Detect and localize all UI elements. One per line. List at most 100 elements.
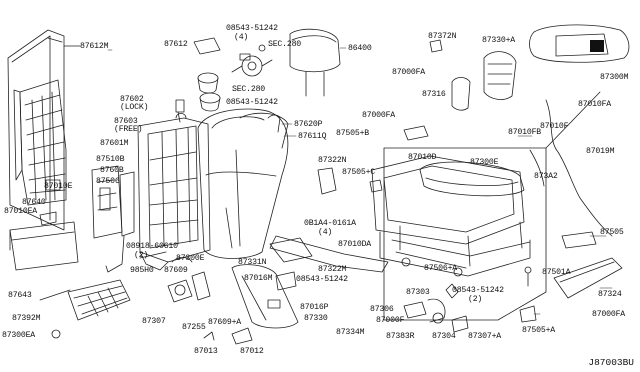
label-87316: 87316 xyxy=(422,90,446,99)
label-87322M: 87322M xyxy=(318,265,347,274)
label-87303: 87303 xyxy=(406,288,430,297)
clip-87505B xyxy=(403,125,429,141)
bolt-08543d xyxy=(445,283,459,299)
label-87013: 87013 xyxy=(194,347,218,356)
pin-87603 xyxy=(177,111,181,123)
label-87510B: 87510B xyxy=(96,155,125,164)
seat-side-cover-87330 xyxy=(231,264,299,329)
headrest-86400 xyxy=(289,28,341,97)
seatback-spring-mesh xyxy=(13,79,67,206)
label-87300E: 87300E xyxy=(176,254,205,263)
label-87307A: 87307+A xyxy=(468,332,501,341)
label-87307: 87307 xyxy=(142,317,166,326)
label-87603: 87603 xyxy=(114,117,138,126)
label-87505C: 87505+C xyxy=(342,168,375,177)
leader-87300E xyxy=(139,251,167,259)
label-08918-qty: (2) xyxy=(134,251,149,260)
diagram-code: J87003BU xyxy=(588,357,634,368)
label-87506: 87506 xyxy=(96,177,120,186)
label-87620P: 87620P xyxy=(294,120,323,129)
label-87012: 87012 xyxy=(240,347,264,356)
label-87611Q: 87611Q xyxy=(298,132,327,141)
power-seat-switch xyxy=(403,298,469,333)
connector-87010EA xyxy=(39,211,57,226)
label-87331N: 87331N xyxy=(238,258,267,267)
bracket-87322N xyxy=(317,167,337,195)
motor-sec280 xyxy=(231,53,273,77)
label-87010FB: 87010FB xyxy=(508,128,541,137)
label-87010EA: 87010EA xyxy=(4,207,37,216)
seat-cushion-873A2 xyxy=(419,161,525,197)
side-cover-8760B xyxy=(119,171,135,237)
label-87010E: 87010E xyxy=(44,182,73,191)
label-87010FA: 87010FA xyxy=(578,100,611,109)
label-87601M: 87601M xyxy=(100,139,129,148)
label-873A2: 873A2 xyxy=(534,172,558,181)
seat-frame-87010D xyxy=(371,155,531,277)
label-08918-60610: 08918-60610 xyxy=(126,242,178,251)
label-87392M: 87392M xyxy=(12,314,41,323)
label-87609: 87609 xyxy=(164,266,188,275)
label-87010DA: 87010DA xyxy=(338,240,371,249)
label-87506A: 87506+A xyxy=(424,264,457,273)
label-87000F: 87000F xyxy=(376,316,405,325)
seatback-pad-87611Q xyxy=(197,108,289,259)
harness-87010F xyxy=(529,149,545,187)
label-87300E-right: 87300E xyxy=(470,158,499,167)
label-sec280-b: SEC.280 xyxy=(232,85,265,94)
part-87505 xyxy=(561,231,597,249)
label-08543-qty-d: (2) xyxy=(468,295,483,304)
headrest-guide xyxy=(197,72,219,94)
label-87505A: 87505+A xyxy=(522,326,555,335)
label-08543-51242-b: 08543-51242 xyxy=(226,98,278,107)
label-87643: 87643 xyxy=(8,291,32,300)
leader-87300M xyxy=(545,91,601,149)
bolt-08543 xyxy=(258,44,266,52)
label-87300EA: 87300EA xyxy=(2,331,35,340)
label-87330A: 87330+A xyxy=(482,36,515,45)
rail-cover-87322M xyxy=(269,235,389,273)
label-86400: 86400 xyxy=(348,44,372,53)
label-87612M: 87612M xyxy=(80,42,109,51)
seatback-frame-87601M xyxy=(137,113,211,271)
trim-cover-87620P xyxy=(239,112,289,149)
label-87372N: 87372N xyxy=(428,32,457,41)
wire-985H0 xyxy=(105,235,125,273)
leader-lines xyxy=(107,47,613,315)
label-87306: 87306 xyxy=(370,305,394,314)
label-87383R: 87383R xyxy=(386,332,415,341)
label-87505B: 87505+B xyxy=(336,129,369,138)
label-87505: 87505 xyxy=(600,228,624,237)
label-985H0: 985H0 xyxy=(130,266,154,275)
switch-87016M xyxy=(275,271,297,291)
label-87010F: 87010F xyxy=(540,122,569,131)
panel-87330A xyxy=(483,51,517,100)
label-87609A: 87609+A xyxy=(208,318,241,327)
label-87330: 87330 xyxy=(304,314,328,323)
label-87010D: 87010D xyxy=(408,153,437,162)
clip-87505A xyxy=(519,305,537,323)
label-87612: 87612 xyxy=(164,40,188,49)
label-87324: 87324 xyxy=(598,290,622,299)
label-0B1A4-qty: (4) xyxy=(318,228,333,237)
knob-87012 xyxy=(231,327,253,345)
label-87000FA-bottom-right: 87000FA xyxy=(592,310,625,319)
bezel-87612 xyxy=(193,37,221,55)
label-87602: 87602 xyxy=(120,95,144,104)
connector-87010E xyxy=(45,179,61,191)
label-8760B: 8760B xyxy=(100,166,124,175)
label-87300M: 87300M xyxy=(600,73,629,82)
label-87000FA-mid: 87000FA xyxy=(362,111,395,120)
label-87501A: 87501A xyxy=(542,268,571,277)
label-08543-qty-a: (4) xyxy=(234,33,249,42)
label-87255: 87255 xyxy=(182,323,206,332)
recliner-hardware xyxy=(167,257,211,303)
headrest-guide-lock xyxy=(199,92,221,112)
harness-87019M xyxy=(545,99,613,237)
bolt-87501A xyxy=(524,266,532,274)
label-08543-51242-d: 08543-51242 xyxy=(452,286,504,295)
clip-87505C xyxy=(369,179,383,193)
label-87334M: 87334M xyxy=(336,328,365,337)
